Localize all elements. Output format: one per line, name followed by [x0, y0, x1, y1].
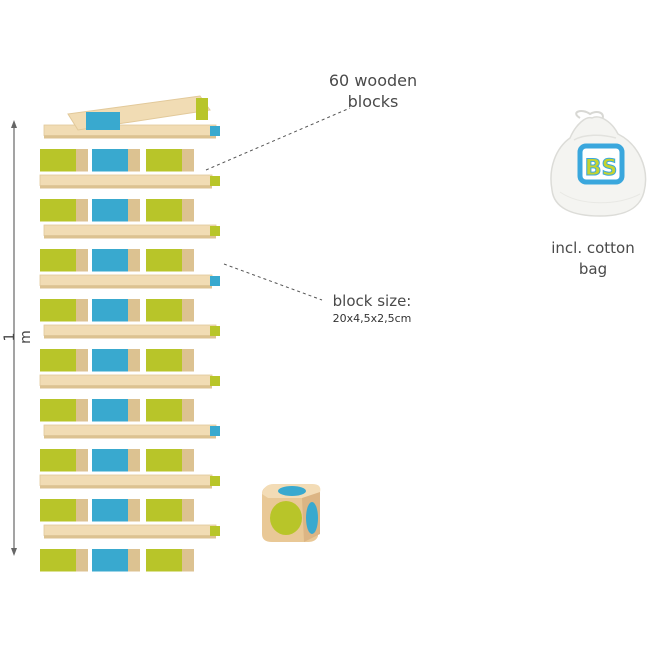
tower-top-block-end: [196, 98, 208, 120]
tower-block-end: [146, 299, 182, 322]
tower-block-end: [40, 249, 76, 272]
tower-plank-shadow: [44, 235, 216, 239]
tower-block-side: [128, 299, 140, 322]
tower-plank-end: [210, 376, 220, 386]
tower-plank-end: [210, 126, 220, 136]
cotton-bag-line1: incl. cotton: [551, 239, 635, 257]
tower-block-side: [76, 299, 88, 322]
tower-block-end: [40, 399, 76, 422]
blocks-count-line2: blocks: [347, 92, 399, 111]
tower-block-end: [92, 349, 128, 372]
tower-top-block-end: [86, 112, 120, 130]
tower-block-end: [146, 149, 182, 172]
tower-block-end: [40, 199, 76, 222]
tower-block-side: [128, 549, 140, 572]
tower-plank-shadow: [40, 385, 212, 389]
tower-block-side: [128, 149, 140, 172]
tower-plank-shadow: [40, 285, 212, 289]
cotton-bag-image: BS: [550, 110, 647, 217]
tower-block-end: [40, 299, 76, 322]
tower-block-side: [128, 449, 140, 472]
tower-plank-shadow: [44, 535, 216, 539]
tower-plank-end: [210, 426, 220, 436]
blocks-count-label: 60 wooden blocks: [316, 70, 430, 112]
tower-block-end: [92, 199, 128, 222]
tower-block-end: [40, 349, 76, 372]
block-size-label: block size: 20x4,5x2,5cm: [322, 292, 422, 327]
tower-plank-shadow: [40, 485, 212, 489]
tower-block-end: [40, 499, 76, 522]
tower-block-end: [92, 499, 128, 522]
tower-plank-end: [210, 326, 220, 336]
tower-block-end: [40, 149, 76, 172]
tower-block-end: [146, 449, 182, 472]
tower-block-end: [40, 449, 76, 472]
tower-block-end: [92, 249, 128, 272]
tower-plank-end: [210, 276, 220, 286]
block-size-value: 20x4,5x2,5cm: [332, 312, 412, 325]
tower-block-end: [92, 149, 128, 172]
tower-block-side: [128, 349, 140, 372]
tower-block-end: [92, 299, 128, 322]
tower-block-end: [92, 449, 128, 472]
tower-block-side: [182, 249, 194, 272]
tower-block-side: [182, 399, 194, 422]
tower-block-side: [182, 349, 194, 372]
tower-block-end: [146, 249, 182, 272]
tower-block-side: [76, 399, 88, 422]
tower-block-end: [146, 199, 182, 222]
tower-block-side: [76, 499, 88, 522]
tower-block-side: [128, 399, 140, 422]
bag-logo-text: BS: [585, 156, 618, 181]
tower-block-side: [182, 549, 194, 572]
tower-block-side: [76, 199, 88, 222]
tower-block-side: [76, 149, 88, 172]
tower-block-side: [76, 449, 88, 472]
tower-block-side: [182, 149, 194, 172]
callout-line-blocks: [205, 107, 351, 171]
tower-plank-end: [210, 176, 220, 186]
tower-block-side: [128, 499, 140, 522]
dice-image: [262, 484, 321, 542]
tower-plank-shadow: [40, 185, 212, 189]
tower-plank-shadow: [44, 435, 216, 439]
tower-block-end: [146, 349, 182, 372]
cotton-bag-label: incl. cotton bag: [548, 238, 638, 280]
tower-block-end: [40, 549, 76, 572]
tower-plank-shadow: [44, 135, 216, 139]
tower-block-end: [92, 549, 128, 572]
tower-plank-end: [210, 226, 220, 236]
block-size-title: block size:: [332, 292, 412, 310]
callout-line-size: [223, 263, 323, 301]
cotton-bag-line2: bag: [578, 260, 608, 278]
tower-block-side: [182, 299, 194, 322]
tower-block-side: [76, 249, 88, 272]
tower-block-end: [146, 549, 182, 572]
tower-plank-shadow: [44, 335, 216, 339]
blocks-count-line1: 60 wooden: [328, 71, 418, 90]
tower-block-side: [182, 199, 194, 222]
tower-block-end: [92, 399, 128, 422]
tower-plank-end: [210, 526, 220, 536]
tower-block-side: [182, 499, 194, 522]
tower-plank-end: [210, 476, 220, 486]
tower-block-side: [76, 549, 88, 572]
tower-block-side: [76, 349, 88, 372]
tower-block-end: [146, 399, 182, 422]
tower-block-side: [128, 249, 140, 272]
tower-block-end: [146, 499, 182, 522]
tower-block-side: [182, 449, 194, 472]
tower-block-side: [128, 199, 140, 222]
